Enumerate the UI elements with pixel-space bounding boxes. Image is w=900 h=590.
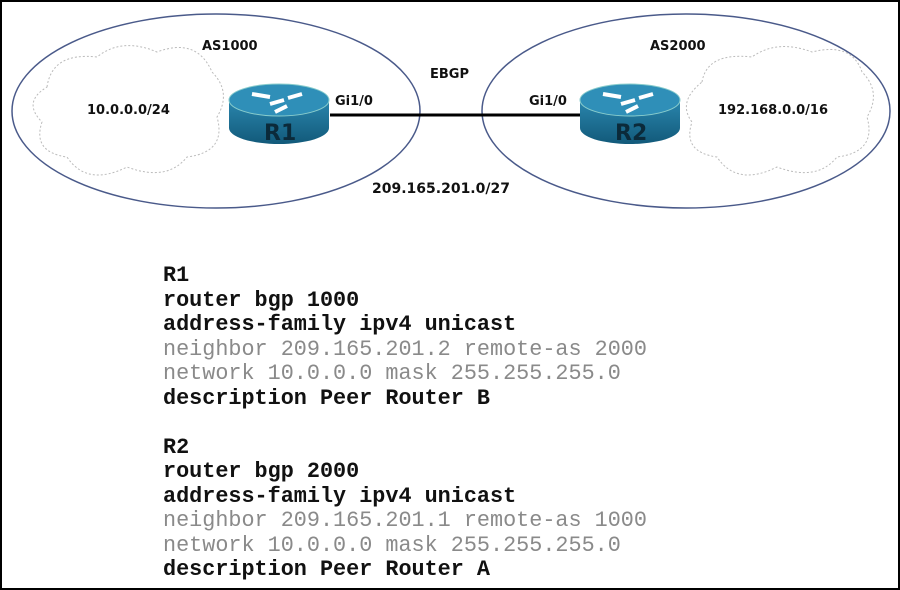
link-subnet-label: 209.165.201.0/27 — [372, 181, 510, 197]
router-r2-icon — [579, 83, 681, 144]
r1-name: R1 — [264, 121, 296, 146]
config-line: address-family ipv4 unicast — [163, 312, 517, 337]
config-line: neighbor 209.165.201.2 remote-as 2000 — [163, 336, 647, 362]
ebgp-label: EBGP — [430, 67, 469, 82]
spacer — [163, 411, 647, 436]
r1-interface-label: Gi1/0 — [335, 94, 373, 109]
as2000-boundary — [481, 13, 891, 209]
as1000-label: AS1000 — [202, 39, 258, 54]
cloud-right-icon — [685, 46, 874, 176]
r2-interface-label: Gi1/0 — [529, 94, 567, 109]
config-line: network 10.0.0.0 mask 255.255.255.0 — [163, 361, 621, 386]
r2-name: R2 — [615, 121, 647, 146]
right-network-label: 192.168.0.0/16 — [718, 103, 828, 118]
router-r1-icon — [228, 83, 330, 144]
r1-config-title: R1 — [163, 263, 190, 288]
as1000-boundary — [11, 13, 421, 209]
config-line: description Peer Router A — [163, 557, 491, 582]
left-network-label: 10.0.0.0/24 — [87, 103, 170, 118]
config-line: address-family ipv4 unicast — [163, 483, 517, 509]
cloud-left-icon — [32, 45, 224, 176]
config-line: router bgp 2000 — [163, 459, 360, 484]
config-line: description Peer Router B — [163, 385, 491, 411]
config-line: router bgp 1000 — [163, 287, 360, 313]
r2-config-title: R2 — [163, 434, 190, 460]
config-line: network 10.0.0.0 mask 255.255.255.0 — [163, 532, 621, 558]
as2000-label: AS2000 — [650, 39, 706, 54]
config-line: neighbor 209.165.201.1 remote-as 1000 — [163, 508, 647, 533]
